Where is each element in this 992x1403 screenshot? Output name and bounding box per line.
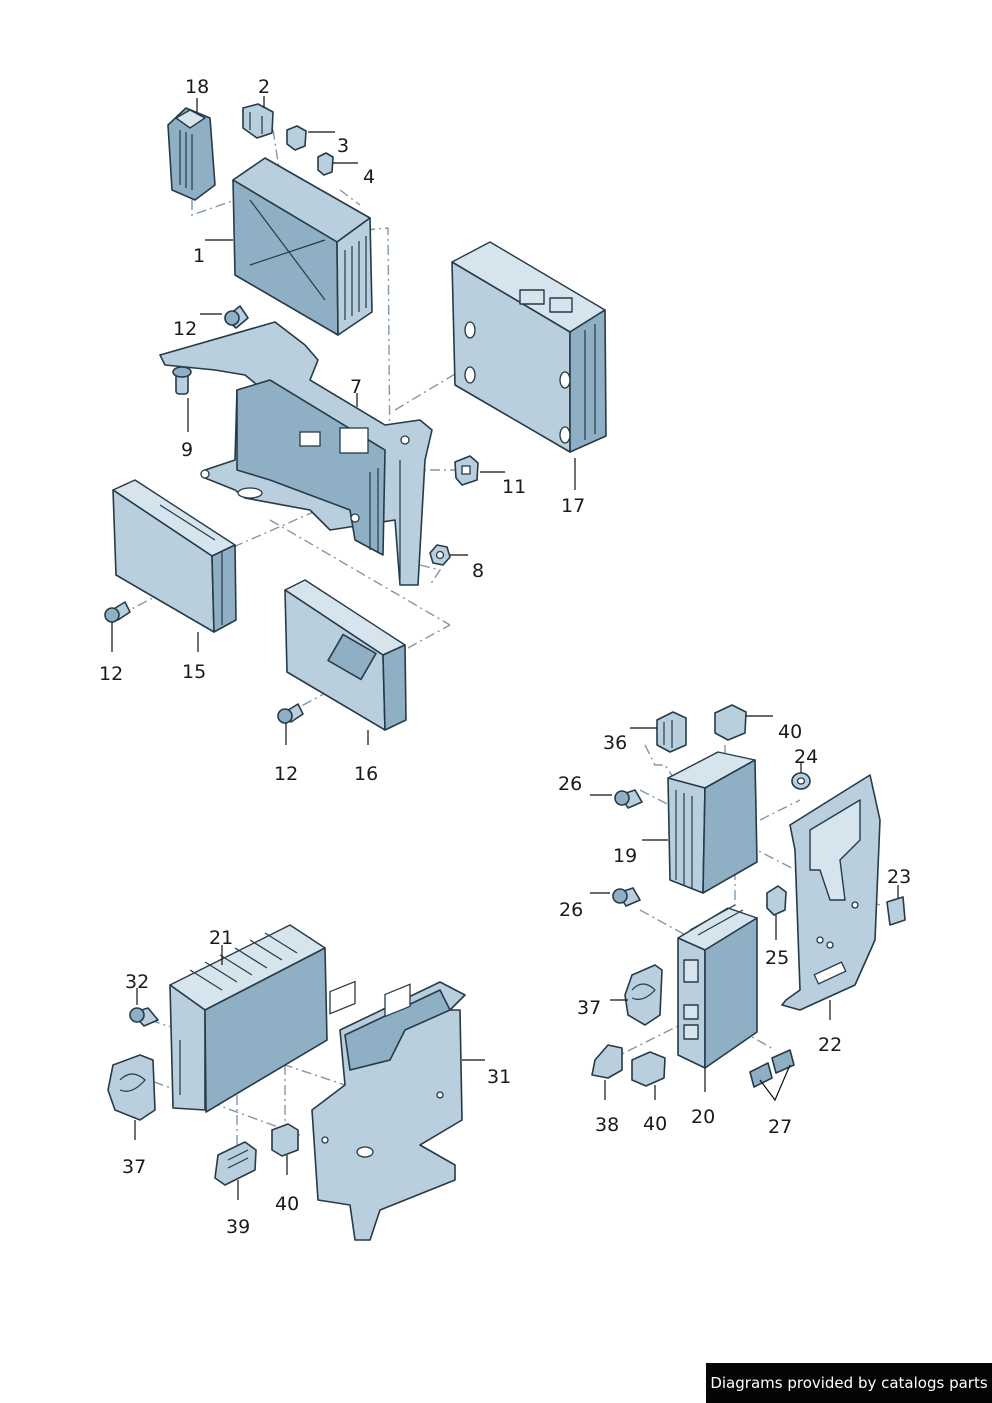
part-32-bolt <box>129 1007 159 1027</box>
callout-39: 39 <box>226 1216 250 1238</box>
callout-36: 36 <box>603 732 627 754</box>
part-31-bracket <box>311 980 466 1241</box>
callout-4: 4 <box>363 166 375 188</box>
callout-23: 23 <box>887 866 911 888</box>
part-3-plug <box>286 125 307 151</box>
part-38-connector <box>591 1044 623 1079</box>
callout-38: 38 <box>595 1114 619 1136</box>
callout-12-top: 12 <box>173 318 197 340</box>
part-12-bolt-top <box>224 305 249 329</box>
part-8-nut <box>429 544 451 566</box>
callout-16: 16 <box>354 763 378 785</box>
footer-banner: Diagrams provided by catalogs parts <box>706 1363 992 1403</box>
part-23-pad <box>886 896 906 926</box>
part-1-control-unit <box>232 157 373 336</box>
part-15-control-unit <box>112 479 237 633</box>
callout-40-bottom-left: 40 <box>275 1193 299 1215</box>
callout-12-left: 12 <box>99 663 123 685</box>
callout-3: 3 <box>337 135 349 157</box>
leader-lines-bottom-left <box>134 945 485 1200</box>
part-24-grommet <box>791 772 811 790</box>
part-21-amplifier <box>169 924 328 1113</box>
callout-1: 1 <box>193 245 205 267</box>
callout-19: 19 <box>613 845 637 867</box>
callout-11: 11 <box>502 476 526 498</box>
part-19-amplifier <box>667 751 758 894</box>
callout-8: 8 <box>472 560 484 582</box>
footer-text: Diagrams provided by catalogs parts <box>710 1374 988 1392</box>
part-20-amplifier <box>677 904 758 1069</box>
part-40-plug-bottom-right <box>631 1051 666 1087</box>
part-12-bolt-left <box>104 601 131 623</box>
part-17-control-unit <box>451 241 607 453</box>
part-40-plug-bottom-left <box>271 1123 299 1157</box>
callout-9: 9 <box>181 439 193 461</box>
part-4-plug <box>317 152 334 176</box>
callouts-bottom-right: 36 40 24 26 19 23 26 25 37 22 38 40 20 2… <box>558 721 911 1138</box>
callouts-top: 18 2 3 4 1 12 7 9 11 17 8 12 15 12 16 <box>99 76 585 785</box>
part-37-connector-right <box>624 964 663 1026</box>
callout-22: 22 <box>818 1034 842 1056</box>
leader-lines-bottom-right <box>590 715 899 1102</box>
callout-37-left: 37 <box>122 1156 146 1178</box>
callout-26-lower: 26 <box>559 899 583 921</box>
callout-32: 32 <box>125 971 149 993</box>
part-11-clip <box>454 455 479 486</box>
callout-25: 25 <box>765 947 789 969</box>
part-12-bolt-bottom <box>277 703 304 724</box>
part-26-bolt-upper <box>614 789 643 809</box>
part-39-connector <box>214 1141 257 1186</box>
callout-21: 21 <box>209 927 233 949</box>
callout-31: 31 <box>487 1066 511 1088</box>
callout-40-top-right: 40 <box>778 721 802 743</box>
part-7-bracket <box>159 321 433 586</box>
callout-2: 2 <box>258 76 270 98</box>
callout-27: 27 <box>768 1116 792 1138</box>
part-37-connector-left <box>107 1054 156 1121</box>
callout-24: 24 <box>794 746 818 768</box>
part-22-bracket <box>781 774 881 1011</box>
callout-15: 15 <box>182 661 206 683</box>
callout-40-bottom-right: 40 <box>643 1113 667 1135</box>
callouts-bottom-left: 21 32 31 37 39 40 <box>122 927 511 1238</box>
part-25-clip <box>766 885 787 916</box>
part-18-module-connector <box>167 107 216 201</box>
part-36-connector <box>656 711 687 753</box>
part-40-plug-top-right <box>714 704 747 741</box>
callout-18: 18 <box>185 76 209 98</box>
callout-20: 20 <box>691 1106 715 1128</box>
callout-17: 17 <box>561 495 585 517</box>
part-16-control-unit <box>284 579 407 731</box>
leader-lines-top <box>111 96 576 745</box>
callout-12-bottom: 12 <box>274 763 298 785</box>
callout-37-right: 37 <box>577 997 601 1019</box>
part-9-bolt <box>172 366 192 395</box>
callout-26-upper: 26 <box>558 773 582 795</box>
part-26-bolt-lower <box>612 887 641 907</box>
part-27-pads <box>749 1049 795 1088</box>
part-2-plug <box>242 103 274 139</box>
callout-7: 7 <box>350 376 362 398</box>
